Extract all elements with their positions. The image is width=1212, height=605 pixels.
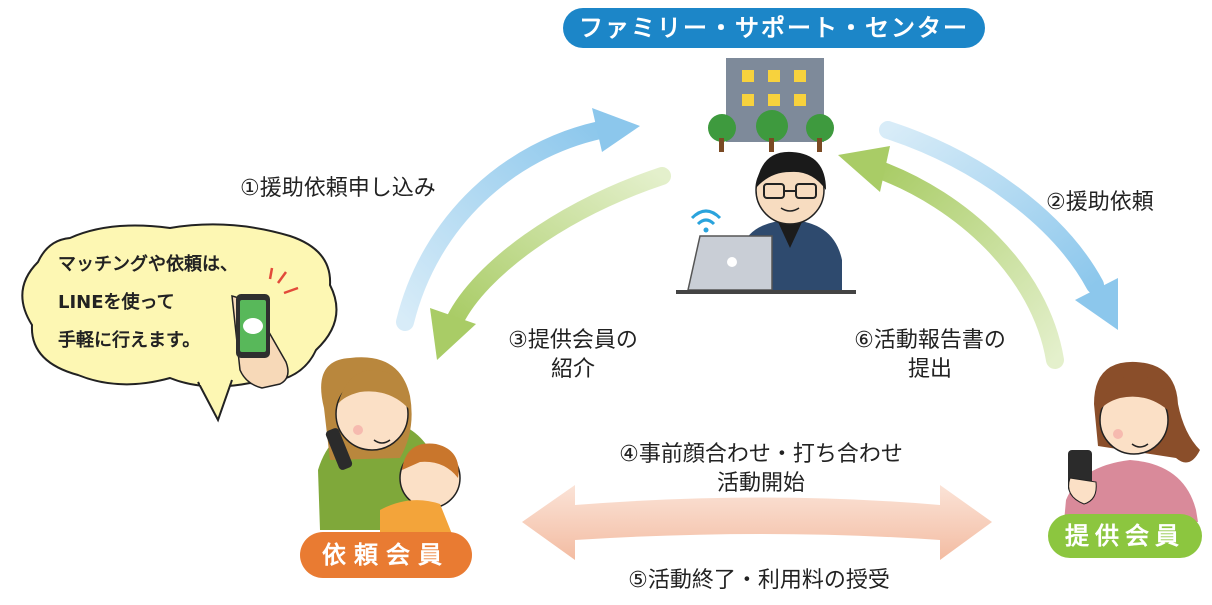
arrow-center-to-provider [879,121,1118,330]
arrow-center-to-requester [430,167,671,360]
step-6-line1: ⑥活動報告書の [854,328,1006,353]
bubble-line1: マッチングや依頼は、 [58,254,238,275]
requester-mother-illustration [318,357,461,534]
center-title: ファミリー・サポート・センター [563,8,985,48]
requester-label: 依頼会員 [300,532,472,578]
arrow-requester-provider [522,485,992,560]
smartphone-hand-icon [231,267,299,389]
step-1-label: ①援助依頼申し込み [240,176,436,201]
step-3-line1: ③提供会員の [508,328,638,353]
center-staff-illustration [676,151,856,294]
step-4-line1: ④事前顔合わせ・打ち合わせ [619,442,903,467]
step-6-label: ⑥活動報告書の 提出 [832,326,1028,384]
step-5-label: ⑤活動終了・利用料の授受 [628,568,890,593]
provider-woman-illustration [1064,361,1200,522]
step-4-label: ④事前顔合わせ・打ち合わせ 活動開始 [580,440,942,498]
building-icon [708,58,834,152]
bubble-line2: LINEを使って [58,292,175,313]
arrow-requester-to-center [396,108,640,331]
bubble-line3: 手軽に行えます。 [58,330,201,351]
step-2-label: ②援助依頼 [1046,190,1154,215]
step-3-label: ③提供会員の 紹介 [498,326,648,384]
arrow-provider-to-center [838,146,1064,369]
step-3-line2: 紹介 [550,357,595,382]
bubble-text: マッチングや依頼は、 LINEを使って 手軽に行えます。 [58,246,238,360]
provider-label: 提供会員 [1048,514,1202,558]
step-6-line2: 提出 [907,357,952,382]
step-4-line2: 活動開始 [716,471,805,496]
